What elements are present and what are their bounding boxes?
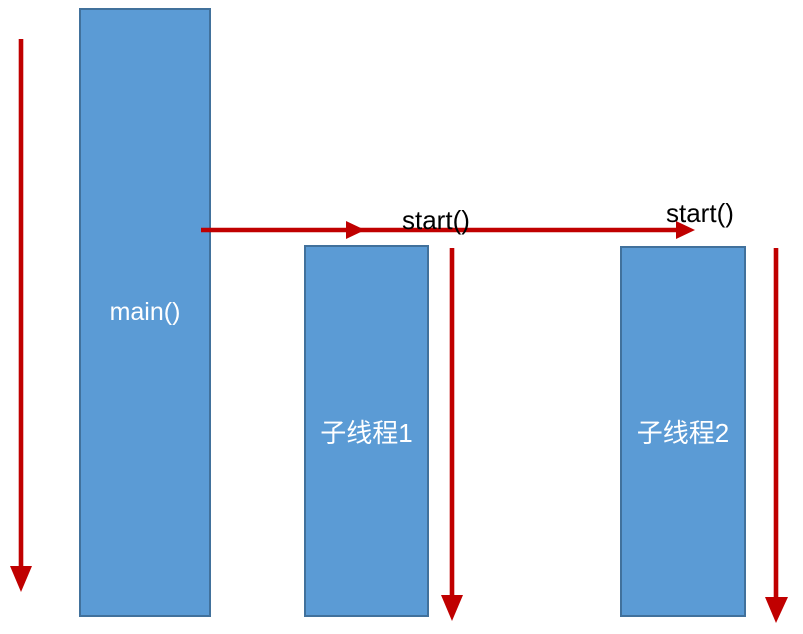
child-thread-2-timeline-arrow [765,248,788,623]
arrowhead-start-call-1 [346,221,365,239]
child-thread-1-label: 子线程1 [320,417,413,448]
timeline-arrow-left [10,39,32,592]
start-call-label-2: start() [666,198,734,228]
child-thread-2-box: 子线程2 [620,246,746,617]
child-thread-2-label: 子线程2 [636,418,730,448]
main-thread-label: main() [109,298,181,326]
child-thread-1-box: 子线程1 [304,245,429,617]
start-call-label-1: start() [402,205,470,235]
child-thread-1-timeline-arrow [441,248,463,621]
main-thread-box: main() [79,8,211,617]
